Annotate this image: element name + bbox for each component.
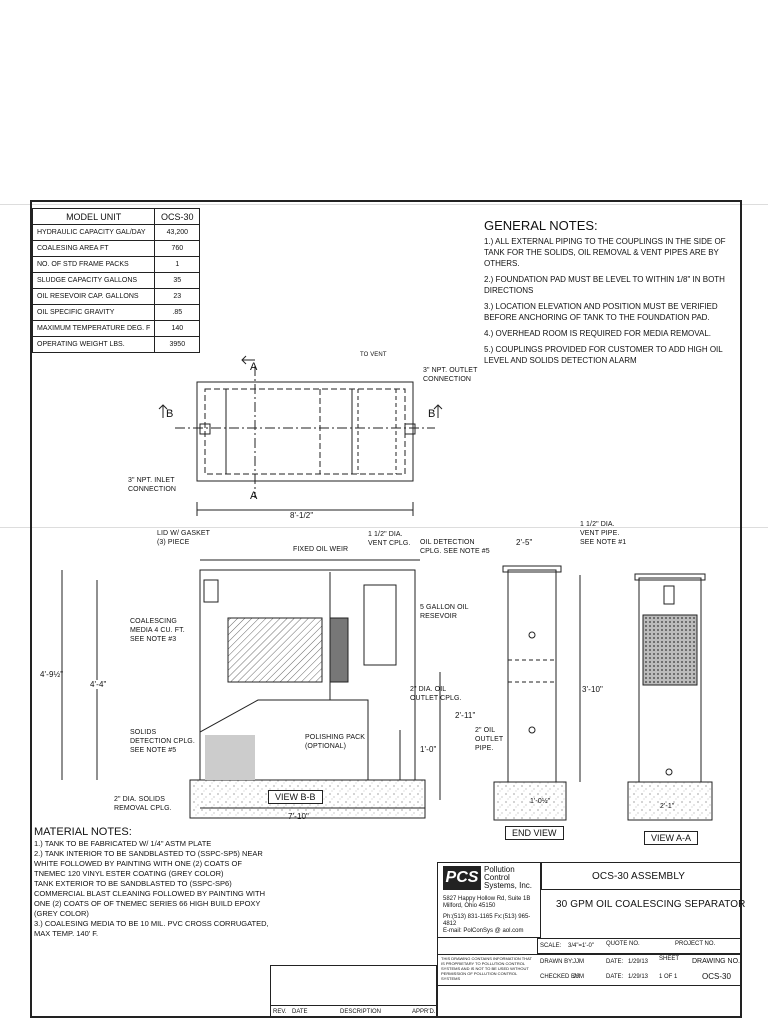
section-b-marker: B xyxy=(166,408,174,420)
drawn-label: DRAWN BY: xyxy=(540,959,574,965)
project-label: PROJECT NO. xyxy=(675,941,716,947)
company-box xyxy=(437,862,541,938)
company-phone: Ph:(513) 831-1165 Fx:(513) 965-4812 xyxy=(443,914,531,927)
material-note: 3.) COALESING MEDIA TO BE 10 MIL. PVC CR… xyxy=(34,919,269,938)
drawing-title: OCS-30 ASSEMBLY xyxy=(592,871,686,882)
crop-line xyxy=(0,527,768,528)
outlet-height-dimension: 2'-11" xyxy=(455,711,476,720)
general-note: 5.) COUPLINGS PROVIDED FOR CUSTOMER TO A… xyxy=(484,345,723,365)
outlet-connection-label: 3" NPT. OUTLET CONNECTION xyxy=(423,367,478,383)
drawing-no-label: DRAWING NO. xyxy=(692,958,740,965)
drawn-value: JJM xyxy=(573,959,584,965)
drawing-no-value: OCS-30 xyxy=(702,972,731,981)
date-label: DATE: xyxy=(606,974,624,980)
width-dimension: 7'-10" xyxy=(288,812,309,821)
coalescing-media-label: COALESCING MEDIA 4 CU. FT. SEE NOTE #3 xyxy=(130,618,185,643)
inlet-connection-label: 3" NPT. INLET CONNECTION xyxy=(128,477,177,493)
material-notes-title: MATERIAL NOTES: xyxy=(34,826,132,838)
rev-header: DESCRIPTION xyxy=(340,1009,382,1015)
sign-rows xyxy=(437,954,742,986)
view-aa xyxy=(627,573,713,821)
crop-line xyxy=(0,204,768,205)
oil-outlet-pipe-label: 2" OIL OUTLET PIPE. xyxy=(475,727,504,752)
general-notes: GENERAL NOTES: 1.) ALL EXTERNAL PIPING T… xyxy=(484,218,742,371)
section-view-bb xyxy=(61,559,441,819)
general-note: 3.) LOCATION ELEVATION AND POSITION MUST… xyxy=(484,302,718,322)
company-name: Pollution Control Systems, Inc. xyxy=(484,865,533,890)
quote-label: QUOTE NO. xyxy=(606,941,640,947)
general-notes-title: GENERAL NOTES: xyxy=(484,218,598,233)
scale-value: 3/4"=1'-0" xyxy=(568,943,594,949)
section-b-marker: B xyxy=(428,408,436,420)
rev-header: DATE xyxy=(292,1009,308,1015)
fixed-weir-label: FIXED OIL WEIR xyxy=(293,546,349,553)
sheet-value: 1 OF 1 xyxy=(659,974,678,980)
rev-header: REV. xyxy=(273,1009,287,1015)
revision-header-row xyxy=(270,1005,437,1018)
general-note: 2.) FOUNDATION PAD MUST BE LEVEL TO WITH… xyxy=(484,275,725,295)
end-height-dimension: 3'-10" xyxy=(582,685,603,694)
aa-base-width-dimension: 2'-1" xyxy=(660,803,675,810)
section-a-marker: A xyxy=(250,490,258,502)
spec-value: 3950 xyxy=(154,336,201,353)
plan-view xyxy=(158,355,443,516)
material-note: TANK EXTERIOR TO BE SANDBLASTED TO (SSPC… xyxy=(34,879,266,918)
end-top-width-dimension: 2'-5" xyxy=(516,538,533,547)
sheet-label: SHEET xyxy=(659,956,680,962)
to-vent-label: TO VENT xyxy=(360,352,387,358)
oil-detection-label: OIL DETECTION CPLG. SEE NOTE #5 xyxy=(420,539,490,555)
spec-header-row: MODEL UNIT OCS-30 xyxy=(31,208,201,225)
spec-row: OPERATING WEIGHT LBS.3950 xyxy=(31,336,201,353)
solids-detection-label: SOLIDS DETECTION CPLG. SEE NOTE #5 xyxy=(130,729,195,754)
proprietary-notice: THIS DRAWING CONTAINS INFORMATION THAT I… xyxy=(441,956,532,981)
scale-row xyxy=(537,938,742,954)
date-label: DATE: xyxy=(606,959,624,965)
view-bb-label: VIEW B-B xyxy=(268,790,323,804)
end-view xyxy=(493,565,581,821)
checked-label: CHECKED BY: xyxy=(540,974,581,980)
oil-outlet-cplg-label: 2" DIA. OIL OUTLET CPLG. xyxy=(410,686,462,702)
spec-label: OPERATING WEIGHT LBS. xyxy=(31,336,156,353)
date-value: 1/29/13 xyxy=(628,974,649,980)
company-address: 5827 Happy Hollow Rd, Suite 1B Milford, … xyxy=(443,896,531,909)
solids-removal-label: 2" DIA. SOLIDS REMOVAL CPLG. xyxy=(114,796,172,812)
rev-header: APPR'D. xyxy=(412,1009,436,1015)
section-a-marker: A xyxy=(250,361,258,373)
drawing-subtitle: 30 GPM OIL COALESCING SEPARATOR xyxy=(556,899,746,910)
inner-height-dimension: 4'-4" xyxy=(90,680,107,689)
general-note: 4.) OVERHEAD ROOM IS REQUIRED FOR MEDIA … xyxy=(484,329,711,338)
checked-value: JJM xyxy=(573,974,584,980)
pcs-logo: PCS xyxy=(443,866,481,890)
plan-length-dimension: 8'-1/2" xyxy=(290,511,314,520)
lid-label: LID W/ GASKET (3) PIECE xyxy=(157,530,210,546)
total-height-dimension: 4'-9½" xyxy=(40,670,64,679)
company-email: E-mail: PolConSys @ aol.com xyxy=(443,928,524,934)
material-note: 1.) TANK TO BE FABRICATED W/ 1/4" ASTM P… xyxy=(34,839,212,848)
vent-pipe-label: 1 1/2" DIA. VENT PIPE. SEE NOTE #1 xyxy=(580,521,627,546)
scale-label: SCALE: xyxy=(540,943,562,949)
polishing-pack-label: POLISHING PACK (OPTIONAL) xyxy=(305,734,366,750)
date-value: 1/29/13 xyxy=(628,959,649,965)
material-note: 2.) TANK INTERIOR TO BE SANDBLASTED TO (… xyxy=(34,849,263,878)
view-aa-label: VIEW A-A xyxy=(644,831,699,845)
end-base-width-dimension: 1'-0½" xyxy=(530,798,551,805)
end-view-label: END VIEW xyxy=(505,826,564,840)
general-note: 1.) ALL EXTERNAL PIPING TO THE COUPLINGS… xyxy=(484,237,726,268)
title-box xyxy=(541,862,742,890)
model-spec-table: MODEL UNIT OCS-30 HYDRAULIC CAPACITY GAL… xyxy=(31,208,201,353)
vent-cplg-label: 1 1/2" DIA. VENT CPLG. xyxy=(368,531,411,547)
reservoir-label: 5 GALLON OIL RESEVOIR xyxy=(420,604,469,620)
material-notes: MATERIAL NOTES: 1.) TANK TO BE FABRICATE… xyxy=(34,827,274,939)
spec-row: OIL SPECIFIC GRAVITY.85 xyxy=(31,304,201,321)
low-height-dimension: 1'-0" xyxy=(420,745,437,754)
